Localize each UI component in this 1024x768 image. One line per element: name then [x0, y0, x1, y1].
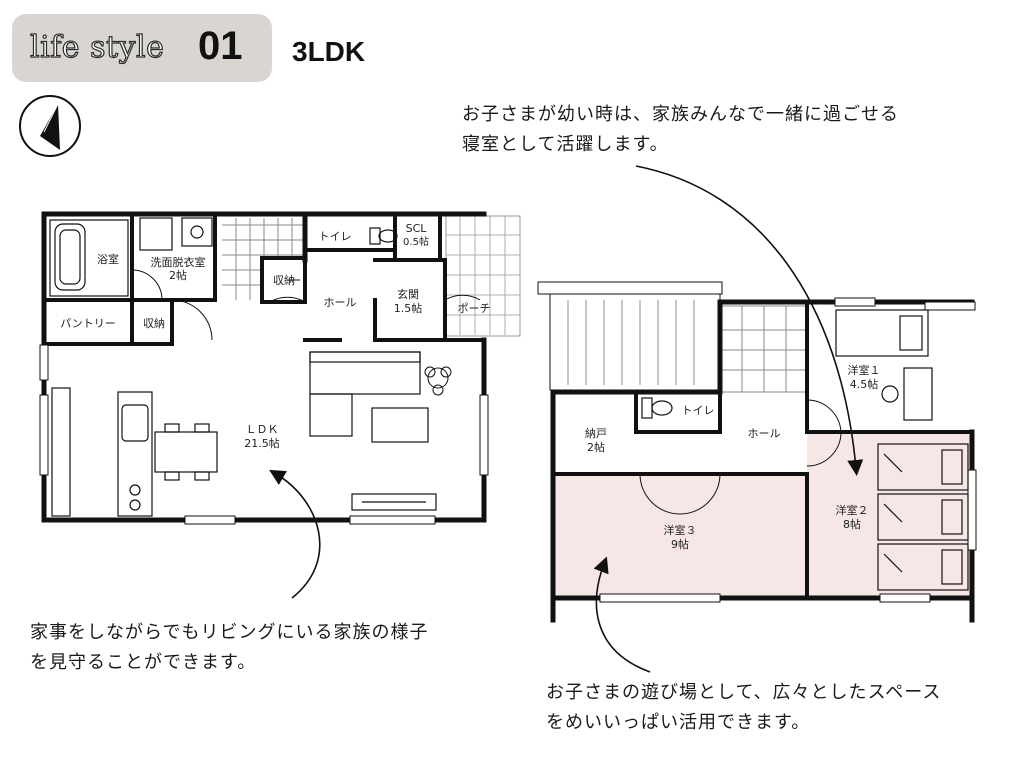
closet-size: 2帖 [587, 441, 605, 454]
hall2-label: ホール [748, 427, 781, 440]
scl-label: SCL [406, 222, 428, 235]
balcony [537, 281, 723, 391]
floor1-labels: 浴室 洗面脱衣室 2帖 トイレ SCL 0.5帖 収納 ホール 玄関 1.5帖 … [60, 222, 490, 450]
toilet-icon [369, 227, 398, 245]
closet-label: 納戸 [585, 427, 607, 440]
note-top-right-line1: お子さまが幼い時は、家族みんなで一緒に過ごせる [462, 104, 899, 125]
note-bottom-right: お子さまの遊び場として、広々としたスペース をめいいっぱい活用できます。 [546, 678, 941, 738]
washbasin-icon [139, 217, 213, 251]
floor2-labels: 納戸 2帖 トイレ ホール 洋室１ 4.5帖 洋室２ 8帖 洋室３ 9帖 [585, 363, 881, 551]
room1-label: 洋室１ [848, 363, 881, 377]
bath-label: 浴室 [97, 252, 119, 266]
scl-size: 0.5帖 [403, 235, 429, 248]
ldk-label: ＬＤＫ [246, 423, 279, 436]
toilet2-label: トイレ [682, 404, 715, 417]
storage-stair-label: 収納 [273, 274, 295, 287]
ldk-size: 21.5帖 [244, 437, 280, 450]
room1-furniture [835, 309, 933, 421]
bathtub-icon [49, 219, 129, 297]
tv-board [351, 493, 437, 511]
note-bottom-left-line2: を見守ることができます。 [30, 652, 257, 673]
lifestyle-badge [12, 14, 272, 82]
note-top-right-line2: 寝室として活躍します。 [462, 134, 669, 155]
room3-label: 洋室３ [664, 523, 697, 537]
room2-fill [807, 432, 972, 598]
stairs-floor2 [721, 305, 807, 393]
arrow-to-ldk [269, 469, 321, 599]
floor2-plan [537, 281, 977, 623]
room2-beds [877, 443, 969, 591]
badge-style-label: life style [29, 29, 165, 65]
porch-label: ポーチ [458, 302, 491, 315]
room3-size: 9帖 [671, 538, 689, 551]
porch-tiles [445, 215, 521, 337]
note-bottom-left: 家事をしながらでもリビングにいる家族の様子 を見守ることができます。 [30, 618, 428, 678]
room1-size: 4.5帖 [850, 378, 879, 391]
room3-fill [555, 474, 807, 598]
kitchen-counter [51, 387, 153, 517]
room2-label: 洋室２ [836, 503, 869, 517]
sofa [309, 351, 429, 443]
arrow-to-room3 [593, 556, 651, 673]
pantry-label: パントリー [60, 317, 116, 330]
toilet2-icon [641, 397, 673, 419]
stairs-floor1 [222, 218, 305, 300]
badge-number: 01 [198, 24, 243, 68]
note-top-right: お子さまが幼い時は、家族みんなで一緒に過ごせる 寝室として活躍します。 [462, 100, 899, 160]
note-bottom-right-line2: をめいいっぱい活用できます。 [546, 712, 811, 733]
plan-type-title: 3LDK [292, 36, 366, 67]
room2-size: 8帖 [843, 518, 861, 531]
compass-icon [19, 95, 81, 157]
arrow-to-room2 [635, 165, 864, 476]
storage-label: 収納 [143, 317, 165, 330]
dining-table [154, 423, 218, 481]
washroom-size: 2帖 [169, 269, 187, 282]
plant-icon [424, 366, 452, 396]
note-bottom-right-line1: お子さまの遊び場として、広々としたスペース [546, 682, 942, 703]
floor1-plan [39, 211, 521, 525]
entrance-label: 玄関 [397, 287, 419, 301]
callout-arrows [269, 165, 864, 673]
washroom-label: 洗面脱衣室 [151, 255, 206, 269]
toilet1-label: トイレ [319, 230, 352, 243]
hall1-label: ホール [324, 296, 357, 309]
entrance-size: 1.5帖 [394, 302, 423, 315]
note-bottom-left-line1: 家事をしながらでもリビングにいる家族の様子 [30, 622, 429, 643]
